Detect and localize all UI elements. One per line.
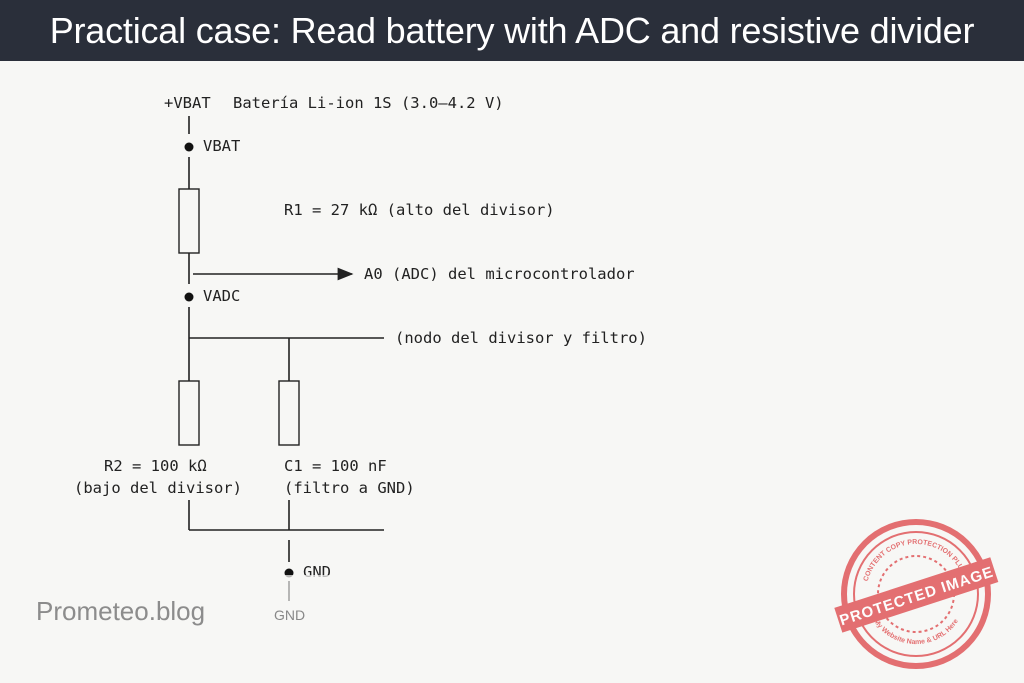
battery-label: Batería Li-ion 1S (3.0–4.2 V) bbox=[233, 94, 504, 112]
brand-logo-text: Prometeo.blog bbox=[36, 596, 206, 626]
vadc-node-label: VADC bbox=[203, 287, 240, 305]
r1-label: R1 = 27 kΩ (alto del divisor) bbox=[284, 201, 555, 219]
c1-label-line2: (filtro a GND) bbox=[284, 479, 415, 497]
vadc-node-dot bbox=[184, 292, 194, 302]
r2-label-line1: R2 = 100 kΩ bbox=[104, 457, 207, 475]
ground-symbol-area: GND bbox=[274, 581, 305, 623]
vbat-rail-label: +VBAT bbox=[164, 94, 211, 112]
c1-label-line1: C1 = 100 nF bbox=[284, 457, 387, 475]
protected-image-stamp-icon: CONTENT COPY PROTECTION PLUGIN My Websit… bbox=[834, 519, 999, 669]
gnd-symbol-label: GND bbox=[274, 607, 305, 623]
r2-resistor bbox=[178, 380, 200, 446]
adc-label: A0 (ADC) del microcontrolador bbox=[364, 265, 635, 283]
page-title: Practical case: Read battery with ADC an… bbox=[0, 0, 1024, 61]
divider-node-label: (nodo del divisor y filtro) bbox=[395, 329, 647, 347]
r2-label-line2: (bajo del divisor) bbox=[74, 479, 242, 497]
svg-text:My Website Name & URL Here: My Website Name & URL Here bbox=[872, 618, 960, 646]
vbat-node-dot bbox=[184, 142, 194, 152]
vbat-node-label: VBAT bbox=[203, 137, 240, 155]
c1-capacitor bbox=[278, 380, 300, 446]
circuit-schematic: +VBAT Batería Li-ion 1S (3.0–4.2 V) VBAT… bbox=[74, 94, 647, 581]
r1-resistor bbox=[178, 188, 200, 254]
